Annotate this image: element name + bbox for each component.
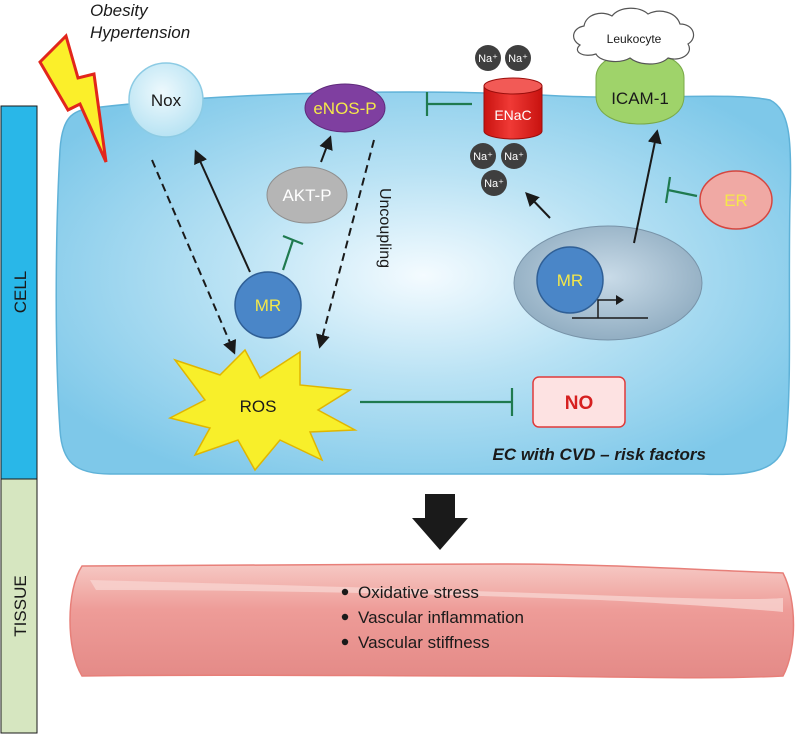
svg-text:Na⁺: Na⁺ bbox=[484, 178, 504, 190]
gene-promoter-icon bbox=[572, 299, 648, 319]
no-label: NO bbox=[565, 393, 594, 414]
arrow-enos-to-ros bbox=[316, 139, 375, 349]
arrow-nucleus-to-sodium bbox=[525, 191, 551, 219]
tissue-sidebar-label: TISSUE bbox=[11, 575, 30, 636]
ros-label: ROS bbox=[240, 397, 277, 416]
svg-text:Na⁺: Na⁺ bbox=[473, 151, 493, 163]
no-box bbox=[532, 376, 626, 428]
enac-top bbox=[483, 77, 543, 95]
sodium-ion: Na⁺ bbox=[501, 143, 527, 169]
tissue-outcome-item: Vascular inflammation bbox=[341, 608, 524, 627]
svg-text:Na⁺: Na⁺ bbox=[504, 151, 524, 163]
enos-p-label: eNOS-P bbox=[313, 99, 376, 118]
cell-caption: EC with CVD – risk factors bbox=[492, 445, 706, 464]
enac-channel bbox=[483, 85, 543, 140]
arrow-nucleus-to-icam bbox=[633, 129, 662, 244]
mr-cytoplasm-label: MR bbox=[255, 296, 281, 315]
svg-text:Oxidative stress: Oxidative stress bbox=[358, 583, 479, 602]
leukocyte-cloud bbox=[573, 7, 695, 65]
arrow-mr-to-nox bbox=[194, 149, 251, 273]
tissue-outcome-item: Oxidative stress bbox=[341, 583, 479, 602]
svg-text:Na⁺: Na⁺ bbox=[508, 53, 528, 65]
lightning-bolt-icon bbox=[38, 33, 108, 163]
nox-label: Nox bbox=[151, 91, 182, 110]
risk-factor-hypertension: Hypertension bbox=[90, 23, 190, 42]
sodium-ion: Na⁺ bbox=[470, 143, 496, 169]
risk-factor-obesity: Obesity bbox=[90, 1, 149, 20]
mr-cytoplasm-node bbox=[234, 271, 302, 339]
cell-sidebar-label: CELL bbox=[11, 271, 30, 314]
cell-sidebar bbox=[0, 105, 38, 480]
ros-burst bbox=[167, 348, 358, 472]
vessel-highlight bbox=[90, 580, 783, 612]
er-node bbox=[699, 170, 773, 230]
leukocyte-label: Leukocyte bbox=[607, 32, 662, 46]
arrow-nox-to-ros bbox=[151, 159, 237, 355]
tissue-outcome-item: Vascular stiffness bbox=[341, 633, 490, 652]
mr-nucleus-label: MR bbox=[557, 271, 583, 290]
inhibit-enac-enos bbox=[425, 92, 472, 116]
sodium-ion: Na⁺ bbox=[475, 45, 501, 71]
uncoupling-label: Uncoupling bbox=[376, 188, 393, 268]
inhibit-ros-no bbox=[360, 388, 514, 416]
svg-text:Vascular inflammation: Vascular inflammation bbox=[358, 608, 524, 627]
nox-node bbox=[128, 62, 204, 138]
akt-p-node bbox=[266, 166, 348, 224]
inhibit-er-pathway bbox=[664, 176, 698, 204]
inhibit-mr-akt bbox=[281, 234, 304, 271]
arrow-akt-to-enos bbox=[319, 135, 333, 163]
enac-label: ENaC bbox=[494, 107, 531, 123]
svg-text:Vascular stiffness: Vascular stiffness bbox=[358, 633, 490, 652]
vessel-tissue bbox=[69, 563, 795, 679]
svg-text:Na⁺: Na⁺ bbox=[478, 53, 498, 65]
sodium-ion: Na⁺ bbox=[505, 45, 531, 71]
tissue-sidebar bbox=[0, 478, 38, 734]
er-label: ER bbox=[724, 191, 748, 210]
enos-p-node bbox=[304, 83, 386, 133]
down-arrow-icon bbox=[412, 494, 468, 550]
mr-nucleus-node bbox=[536, 246, 604, 314]
sodium-ion: Na⁺ bbox=[481, 170, 507, 196]
promoter-arrow-tip bbox=[616, 295, 624, 305]
akt-p-label: AKT-P bbox=[282, 186, 331, 205]
icam-1-label: ICAM-1 bbox=[611, 89, 669, 108]
